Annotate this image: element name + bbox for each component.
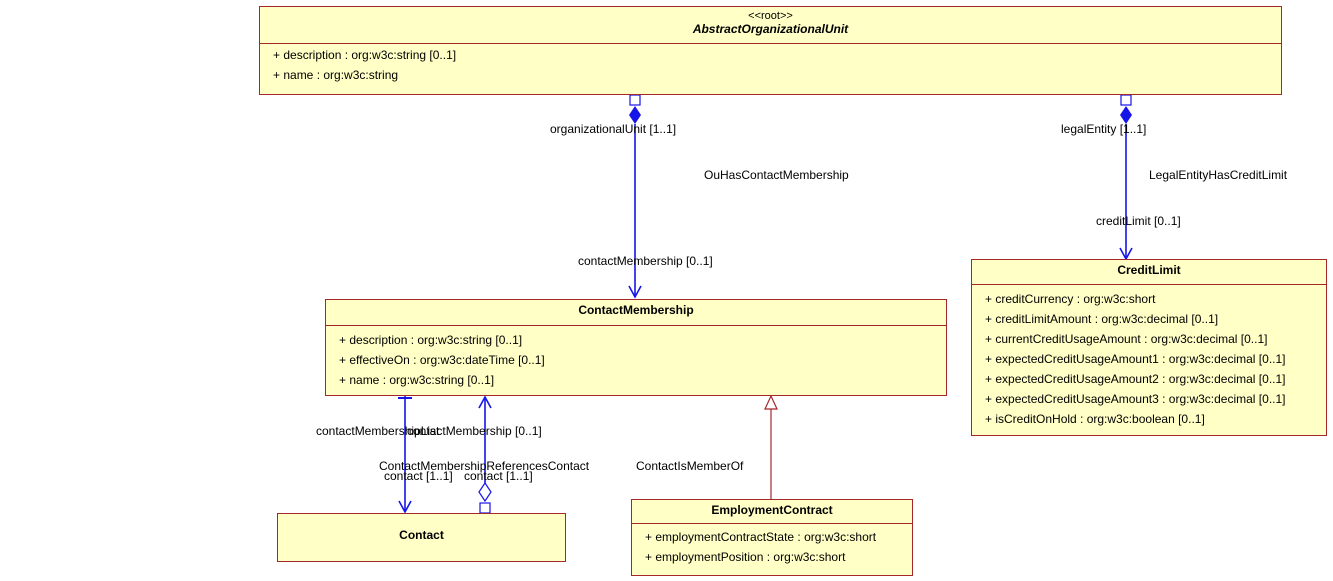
edge-contact-membership-to-contact — [398, 396, 412, 514]
role-label-organizational-unit: organizationalUnit [1..1] — [550, 122, 677, 136]
attribute: + description : org:w3c:string [0..1] — [273, 48, 457, 62]
class-name: AbstractOrganizationalUnit — [692, 22, 849, 36]
attribute: + currentCreditUsageAmount : org:w3c:dec… — [985, 332, 1268, 346]
class-stereotype: <<root>> — [748, 10, 793, 22]
class-name: Contact — [399, 528, 444, 542]
class-name: CreditLimit — [1117, 263, 1181, 277]
attribute: + creditCurrency : org:w3c:short — [985, 292, 1156, 306]
role-label-legal-entity: legalEntity [1..1] — [1061, 122, 1147, 136]
association-name-contact-membership-references-contact: ContactMembershipReferencesContact — [379, 459, 590, 473]
class-abstract-organizational-unit[interactable]: <<root>> AbstractOrganizationalUnit + de… — [259, 6, 1282, 95]
edge-contact-membership-references-contact — [478, 395, 492, 514]
role-label-contact-1: contact [1..1] — [384, 469, 453, 483]
class-name: ContactMembership — [578, 303, 694, 317]
attribute: + expectedCreditUsageAmount2 : org:w3c:d… — [985, 372, 1286, 386]
class-name: EmploymentContract — [711, 503, 833, 517]
association-name-legal-entity-has-credit-limit: LegalEntityHasCreditLimit — [1149, 168, 1288, 182]
class-contact-membership[interactable]: ContactMembership + description : org:w3… — [325, 299, 947, 396]
class-employment-contract[interactable]: EmploymentContract + employmentContractS… — [631, 499, 913, 576]
attribute: + isCreditOnHold : org:w3c:boolean [0..1… — [985, 412, 1205, 426]
class-contact[interactable]: Contact — [277, 513, 566, 562]
role-label-contact-membership: contactMembership [0..1] — [578, 254, 713, 268]
role-label-contact-2: contact [1..1] — [464, 469, 533, 483]
role-label-contact-membership-list: contactMembershipList — [316, 424, 440, 438]
edge-contact-is-member-of — [764, 394, 778, 499]
attribute: + employmentPosition : org:w3c:short — [645, 550, 846, 564]
attribute: + description : org:w3c:string [0..1] — [339, 333, 523, 347]
attribute: + expectedCreditUsageAmount3 : org:w3c:d… — [985, 392, 1286, 406]
role-label-contact-membership-2: contactMembership [0..1] — [407, 424, 542, 438]
attribute: + name : org:w3c:string [0..1] — [339, 373, 495, 387]
association-name-contact-is-member-of: ContactIsMemberOf — [636, 459, 744, 473]
edge-ou-has-contact-membership — [628, 94, 642, 299]
attribute: + creditLimitAmount : org:w3c:decimal [0… — [985, 312, 1219, 326]
class-credit-limit[interactable]: CreditLimit + creditCurrency : org:w3c:s… — [971, 259, 1327, 436]
attribute: + employmentContractState : org:w3c:shor… — [645, 530, 877, 544]
association-name-ou-has-contact-membership: OuHasContactMembership — [704, 168, 849, 182]
edge-legal-entity-has-credit-limit — [1119, 94, 1133, 261]
attribute: + name : org:w3c:string — [273, 68, 399, 82]
attribute: + expectedCreditUsageAmount1 : org:w3c:d… — [985, 352, 1286, 366]
attribute: + effectiveOn : org:w3c:dateTime [0..1] — [339, 353, 545, 367]
role-label-credit-limit: creditLimit [0..1] — [1096, 214, 1181, 228]
